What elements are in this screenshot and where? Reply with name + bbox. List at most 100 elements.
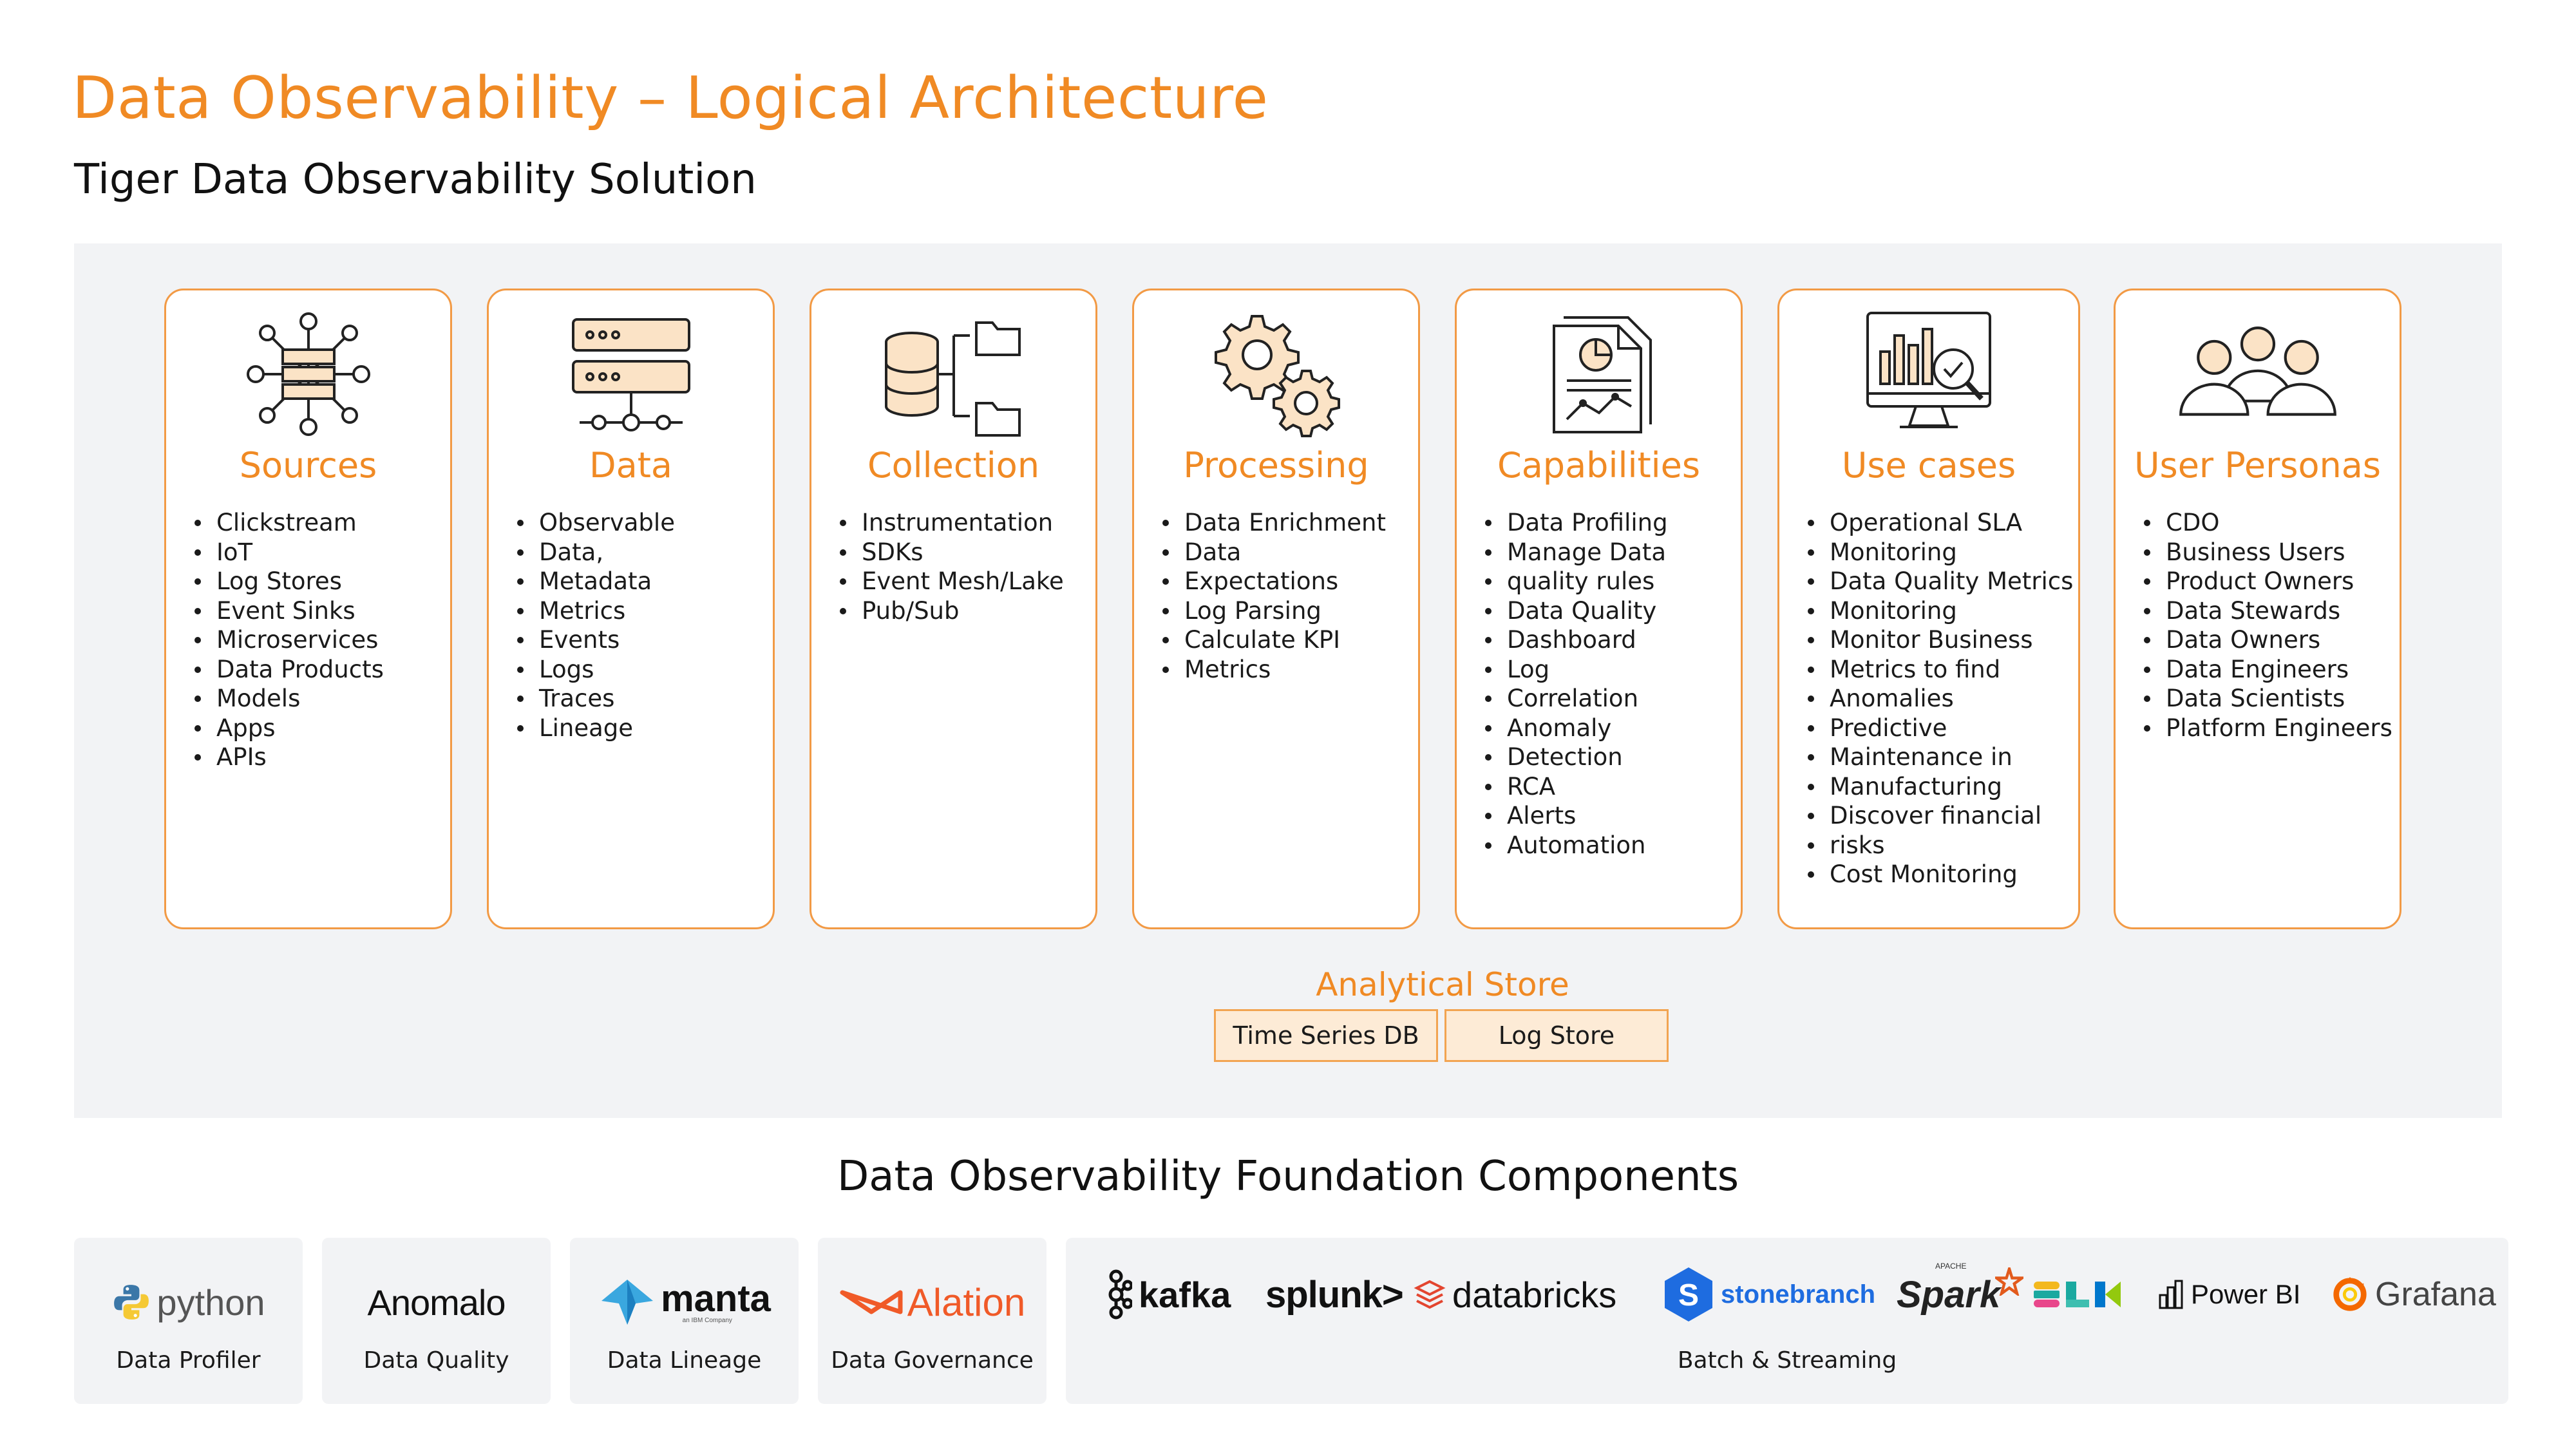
card-list: Data Profiling Manage Data quality rules…: [1481, 508, 1734, 860]
card-title: Collection: [867, 445, 1040, 486]
list-item: Maintenance in: [1804, 743, 2072, 772]
list-item: Data Scientists: [2140, 684, 2393, 714]
list-item: SDKs: [836, 538, 1089, 567]
tile-data-quality: Anomalo Data Quality: [322, 1238, 551, 1404]
svg-text:S: S: [1678, 1278, 1699, 1312]
list-item: IoT: [191, 538, 444, 567]
grafana-logo: Grafana: [2331, 1262, 2496, 1327]
card-list: Instrumentation SDKs Event Mesh/Lake Pub…: [836, 508, 1089, 625]
list-item: risks: [1804, 831, 2072, 860]
list-item: Microservices: [191, 625, 444, 655]
tile-data-governance: Alation Data Governance: [818, 1238, 1046, 1404]
alation-logo-text: Alation: [907, 1280, 1026, 1324]
elk-icon: [2034, 1282, 2121, 1307]
list-item: Metadata: [513, 567, 766, 596]
list-item: Apps: [191, 714, 444, 743]
list-item: RCA: [1481, 772, 1734, 802]
card-list: Clickstream IoT Log Stores Event Sinks M…: [191, 508, 444, 772]
list-item: Correlation: [1481, 684, 1734, 714]
list-item: Manage Data: [1481, 538, 1734, 567]
stonebranch-logo-text: stonebranch: [1721, 1280, 1876, 1309]
gears-icon: [1134, 310, 1418, 439]
card-list: Data Enrichment Data Expectations Log Pa…: [1159, 508, 1412, 684]
alation-logo: Alation: [818, 1270, 1046, 1334]
card-collection: Collection Instrumentation SDKs Event Me…: [810, 289, 1097, 929]
page-subtitle: Tiger Data Observability Solution: [74, 156, 757, 204]
list-item: Anomaly: [1481, 714, 1734, 743]
monitor-analytics-icon: [1779, 310, 2078, 439]
page-title: Data Observability – Logical Architectur…: [72, 64, 1269, 132]
list-item: quality rules: [1481, 567, 1734, 596]
list-item: Dashboard: [1481, 625, 1734, 655]
card-processing: Processing Data Enrichment Data Expectat…: [1132, 289, 1420, 929]
grafana-logo-text: Grafana: [2375, 1276, 2496, 1313]
manta-logo-subtext: an IBM Company: [682, 1316, 732, 1324]
databricks-icon: [1414, 1280, 1446, 1309]
list-item: Monitoring: [1804, 596, 2072, 626]
anomalo-logo-text: Anomalo: [367, 1282, 506, 1323]
card-list: CDO Business Users Product Owners Data S…: [2140, 508, 2393, 743]
spark-logo-text: Spark: [1897, 1273, 2001, 1316]
card-list: Operational SLA Monitoring Data Quality …: [1804, 508, 2073, 889]
databricks-logo: databricks: [1414, 1262, 1616, 1327]
tile-label: Data Profiler: [116, 1347, 261, 1374]
powerbi-icon: [2159, 1280, 2183, 1309]
users-group-icon: [2116, 310, 2400, 439]
list-item: Traces: [513, 684, 766, 714]
card-capabilities: Capabilities Data Profiling Manage Data …: [1455, 289, 1743, 929]
python-logo: python: [74, 1270, 303, 1334]
kafka-icon: [1108, 1269, 1132, 1320]
list-item: Metrics: [513, 596, 766, 626]
powerbi-logo: Power BI: [2159, 1262, 2300, 1327]
list-item: Platform Engineers: [2140, 714, 2393, 743]
list-item: Expectations: [1159, 567, 1412, 596]
python-icon: [114, 1285, 149, 1320]
card-title: Use cases: [1841, 445, 2016, 486]
database-folders-icon: [811, 310, 1095, 439]
elk-logo: [2034, 1262, 2124, 1327]
card-title: Data: [589, 445, 672, 486]
list-item: Data Stewards: [2140, 596, 2393, 626]
card-list: Observable Data, Metadata Metrics Events…: [513, 508, 766, 743]
list-item: Log Stores: [191, 567, 444, 596]
list-item: Event Mesh/Lake: [836, 567, 1089, 596]
kafka-logo-text: kafka: [1139, 1274, 1231, 1315]
powerbi-logo-text: Power BI: [2191, 1279, 2301, 1309]
tile-label: Data Lineage: [607, 1347, 762, 1374]
tile-label: Batch & Streaming: [1677, 1347, 1897, 1374]
list-item: Clickstream: [191, 508, 444, 538]
list-item: Log: [1481, 655, 1734, 685]
tile-data-lineage: manta an IBM Company Data Lineage: [570, 1238, 799, 1404]
alation-icon: [840, 1290, 903, 1314]
list-item: Data Profiling: [1481, 508, 1734, 538]
list-item: Observable: [513, 508, 766, 538]
list-item: Data Products: [191, 655, 444, 685]
list-item: Calculate KPI: [1159, 625, 1412, 655]
card-use-cases: Use cases Operational SLA Monitoring Dat…: [1777, 289, 2080, 929]
list-item: Detection: [1481, 743, 1734, 772]
list-item: Monitor Business: [1804, 625, 2072, 655]
list-item: Data,: [513, 538, 766, 567]
card-title: Sources: [239, 445, 377, 486]
python-logo-text: python: [156, 1282, 265, 1323]
stonebranch-logo: S stonebranch: [1663, 1262, 1875, 1327]
server-icon: [489, 310, 773, 439]
list-item: Automation: [1481, 831, 1734, 860]
grafana-icon: [2333, 1276, 2367, 1311]
list-item: Instrumentation: [836, 508, 1089, 538]
manta-icon: [601, 1280, 654, 1325]
kafka-logo: kafka: [1106, 1262, 1231, 1327]
list-item: Event Sinks: [191, 596, 444, 626]
splunk-logo-text: splunk>: [1265, 1273, 1404, 1316]
list-item: Metrics to find: [1804, 655, 2072, 685]
list-item: APIs: [191, 743, 444, 772]
list-item: Discover financial: [1804, 801, 2072, 831]
list-item: Cost Monitoring: [1804, 860, 2072, 889]
tile-label: Data Quality: [363, 1347, 509, 1374]
list-item: Metrics: [1159, 655, 1412, 685]
list-item: Data Quality: [1481, 596, 1734, 626]
card-sources: Sources Clickstream IoT Log Stores Event…: [164, 289, 452, 929]
report-document-icon: [1457, 310, 1741, 439]
log-store-box: Log Store: [1444, 1009, 1669, 1062]
list-item: Business Users: [2140, 538, 2393, 567]
